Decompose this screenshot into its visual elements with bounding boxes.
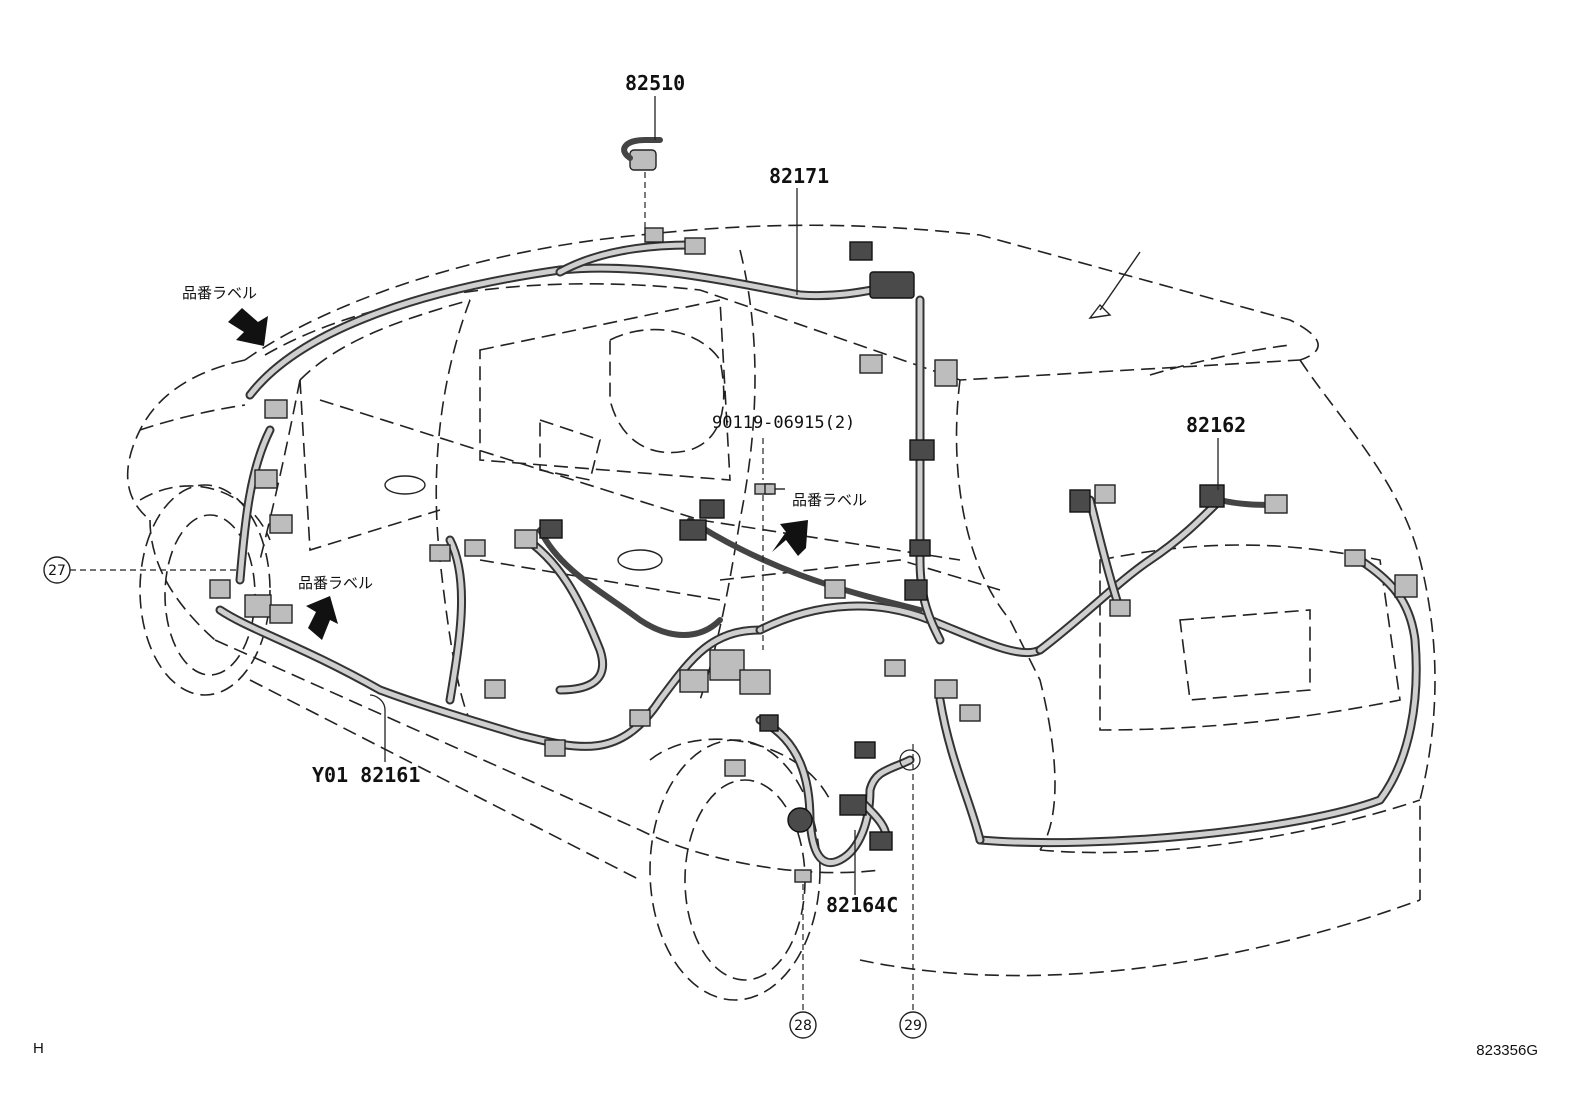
part-label-82161: Y01 82161 — [312, 763, 420, 787]
ref-number-29: 29 — [904, 1018, 922, 1034]
corner-code-right: 823356G — [1476, 1042, 1538, 1059]
label-arrows — [228, 308, 808, 640]
arrow-front-label — [228, 308, 268, 346]
ref-circle-27: 27 — [43, 556, 71, 584]
center-harness — [537, 295, 945, 645]
ref-circle-28: 28 — [789, 1011, 817, 1039]
jp-label-floor: 品番ラベル — [298, 574, 373, 592]
jp-label-front: 品番ラベル — [182, 284, 257, 302]
part-label-82510: 82510 — [625, 71, 685, 95]
part-label-82162: 82162 — [1186, 413, 1246, 437]
ref-number-27: 27 — [48, 563, 66, 579]
part-label-82171: 82171 — [769, 164, 829, 188]
rear-harness-82162 — [935, 495, 1421, 848]
arrow-floor-label — [306, 596, 338, 640]
part-label-82164c: 82164C — [826, 893, 898, 917]
jp-label-center: 品番ラベル — [792, 491, 867, 509]
connectors — [209, 137, 1418, 883]
roof-harness-82171 — [245, 240, 905, 400]
ref-circle-29: 29 — [899, 1011, 927, 1039]
part-label-90119: 90119-06915(2) — [712, 413, 855, 433]
corner-code-left: H — [33, 1040, 44, 1057]
arrow-center-label — [772, 520, 808, 556]
ref-number-28: 28 — [794, 1018, 812, 1034]
leader-lines — [70, 96, 1219, 1010]
